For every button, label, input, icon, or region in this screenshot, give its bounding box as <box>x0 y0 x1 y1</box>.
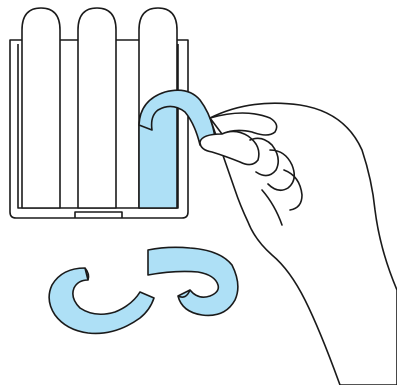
hand <box>200 103 397 385</box>
removed-tape-loop-right <box>148 247 238 315</box>
removed-tape-loops <box>49 247 238 333</box>
tape-strip-left <box>22 8 60 208</box>
tape-strip-middle <box>78 8 116 208</box>
removed-tape-loop-left <box>49 268 154 333</box>
